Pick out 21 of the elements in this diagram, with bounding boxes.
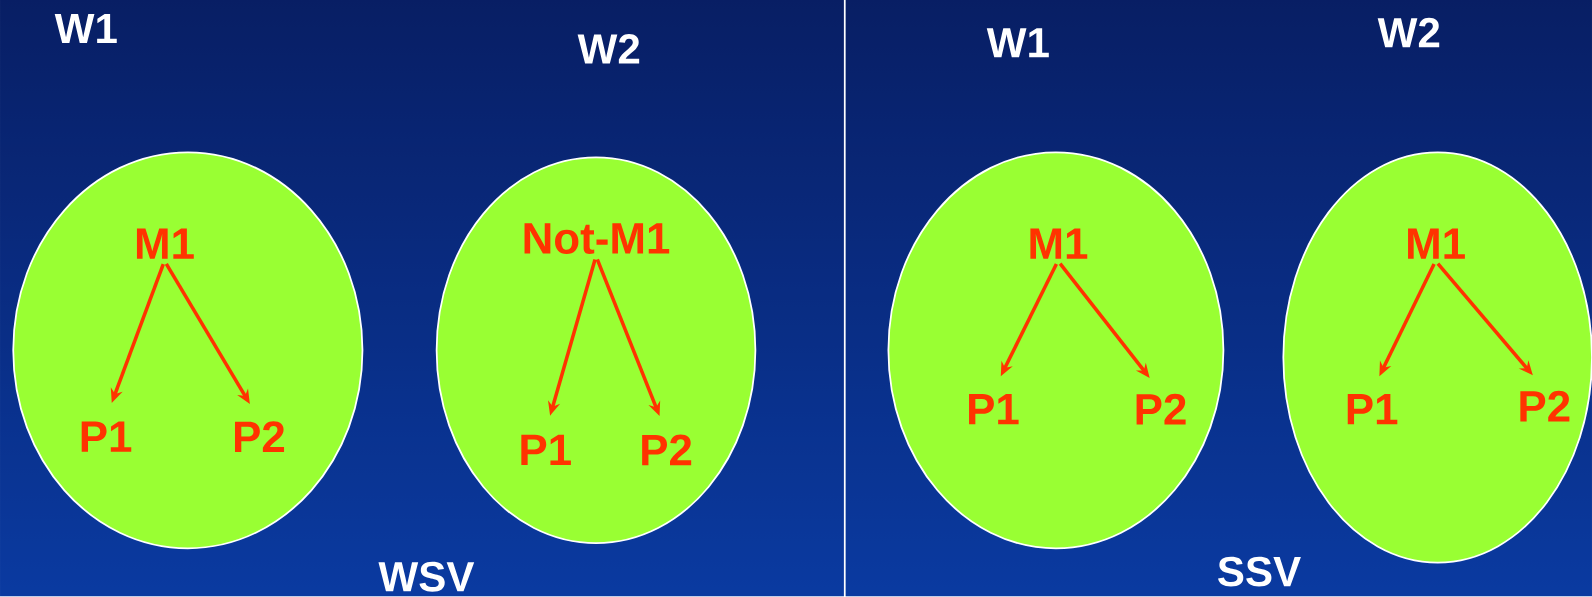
node-label: P1: [81, 421, 132, 452]
ellipse-region: [435, 156, 757, 545]
heading: SSV: [1218, 556, 1301, 587]
node-label: M1: [1030, 228, 1088, 259]
heading: W1: [986, 28, 1049, 58]
node-label: P2: [1520, 390, 1570, 422]
heading: W1: [54, 13, 117, 43]
ellipse-region: [887, 151, 1225, 550]
node-label: P2: [1136, 393, 1186, 425]
node-label: P1: [969, 394, 1019, 425]
heading: W2: [1377, 17, 1440, 48]
ellipse-region: [12, 151, 364, 550]
node-label: P2: [642, 434, 692, 466]
heading: WSV: [378, 561, 475, 592]
node-label: P1: [521, 434, 571, 465]
node-label: Not-M1: [524, 223, 670, 254]
node-label: P1: [1347, 394, 1398, 425]
heading: W2: [577, 34, 640, 64]
node-label: M1: [1408, 228, 1465, 259]
node-label: P2: [235, 421, 285, 452]
node-label: M1: [136, 228, 194, 259]
